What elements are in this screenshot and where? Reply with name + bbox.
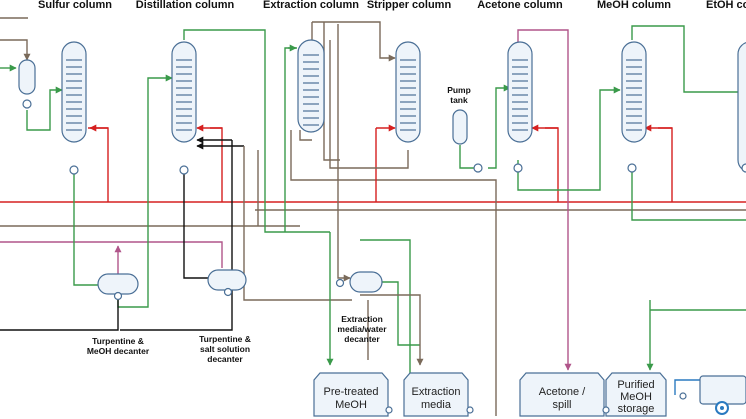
acetone-spill-tank bbox=[519, 372, 605, 417]
pump-tank-label-2: tank bbox=[450, 95, 468, 105]
sulfur-pre-valve bbox=[22, 99, 32, 109]
etoh-column-label: EtOH co bbox=[706, 0, 746, 11]
sulfur-column bbox=[61, 41, 87, 143]
turpentine-salt-decanter-label-2: salt solution bbox=[200, 344, 250, 354]
extraction-media-decanter bbox=[349, 271, 383, 293]
extraction-media-label-1: Extraction bbox=[412, 386, 461, 398]
pump-tank-label-1: Pump bbox=[447, 85, 471, 95]
extraction-column-label: Extraction column bbox=[263, 0, 359, 11]
pipelines bbox=[0, 17, 746, 416]
extraction-media-decanter-label-1: Extraction bbox=[341, 314, 383, 324]
purified-meoh-label-1: Purified bbox=[617, 379, 654, 391]
sulfur-pre-vessel bbox=[18, 59, 36, 95]
turpentine-meoh-decanter bbox=[97, 273, 139, 295]
turpentine-meoh-decanter-label-1: Turpentine & bbox=[92, 336, 144, 346]
extraction-media-decanter-label-3: decanter bbox=[344, 334, 380, 344]
pretreated-meoh-tank bbox=[313, 372, 389, 417]
etoh-column bbox=[737, 42, 746, 172]
purified-meoh-label-2: MeOH bbox=[620, 391, 652, 403]
tank-labels: Pre-treated MeOH Extraction media Aceton… bbox=[323, 379, 654, 415]
sulfur-column-label: Sulfur column bbox=[38, 0, 112, 11]
acetone-spill-label-2: spill bbox=[553, 399, 572, 411]
stripper-column bbox=[395, 41, 421, 143]
equipment-labels: Pump tank Turpentine & MeOH decanter Tur… bbox=[87, 85, 471, 364]
tank-truck-body bbox=[699, 375, 746, 405]
stripper-column-label: Stripper column bbox=[367, 0, 452, 11]
extraction-media-tank bbox=[403, 372, 469, 417]
purified-meoh-tank bbox=[605, 372, 667, 417]
meoh-column bbox=[621, 41, 647, 143]
pretreated-meoh-label-2: MeOH bbox=[335, 399, 367, 411]
purified-meoh-label-3: storage bbox=[618, 403, 655, 415]
column-labels: Sulfur column Distillation column Extrac… bbox=[38, 0, 746, 11]
turpentine-salt-decanter-label-1: Turpentine & bbox=[199, 334, 251, 344]
acetone-column-label: Acetone column bbox=[477, 0, 563, 11]
turpentine-salt-decanter bbox=[207, 269, 247, 291]
equipment bbox=[18, 39, 746, 417]
turpentine-meoh-decanter-label-2: MeOH decanter bbox=[87, 346, 150, 356]
acetone-spill-label-1: Acetone / bbox=[539, 386, 586, 398]
distillation-column bbox=[171, 41, 197, 143]
meoh-column-label: MeOH column bbox=[597, 0, 671, 11]
acetone-column bbox=[507, 41, 533, 143]
pretreated-meoh-label-1: Pre-treated bbox=[323, 386, 378, 398]
distillation-column-label: Distillation column bbox=[136, 0, 235, 11]
magenta-line-left bbox=[0, 241, 223, 268]
extraction-media-label-2: media bbox=[421, 399, 452, 411]
extraction-column bbox=[297, 39, 325, 133]
turpentine-salt-decanter-label-3: decanter bbox=[207, 354, 243, 364]
extraction-media-decanter-label-2: media/water bbox=[337, 324, 387, 334]
pump-tank-vessel bbox=[452, 109, 468, 145]
